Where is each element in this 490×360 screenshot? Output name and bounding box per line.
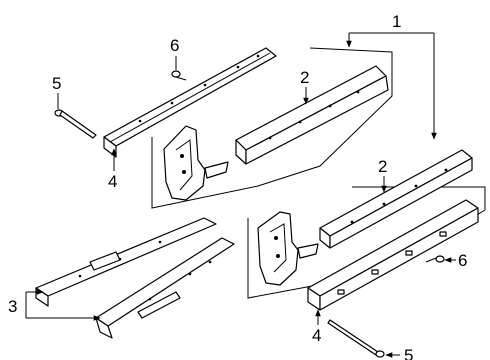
callout-4-left: 4 <box>108 172 117 191</box>
bolt-5-right <box>327 319 385 358</box>
callout-6-right: 6 <box>458 251 467 270</box>
lower-bracket <box>257 211 319 286</box>
bolt-6-top <box>171 70 187 81</box>
callout-2-bottom: 2 <box>378 157 387 176</box>
callout-3: 3 <box>8 297 17 316</box>
frame-rail-lower <box>95 237 235 339</box>
lower-outer-rail <box>307 199 479 311</box>
callout-2-top: 2 <box>300 68 309 87</box>
callout-1: 1 <box>392 12 401 31</box>
callout-3-leader <box>25 289 101 321</box>
upper-assembly-frame <box>151 47 393 209</box>
upper-bracket <box>163 125 229 201</box>
callout-1-leader <box>346 32 437 140</box>
lower-inner-rail <box>319 149 473 249</box>
bolt-6-right <box>425 255 445 263</box>
callout-6-top: 6 <box>170 36 179 55</box>
callout-5-right: 5 <box>404 346 413 360</box>
callout-5-left: 5 <box>52 74 61 93</box>
bolt-5-left <box>54 109 97 139</box>
upper-inner-rail <box>235 65 389 165</box>
callout-4-bottom: 4 <box>312 326 321 345</box>
